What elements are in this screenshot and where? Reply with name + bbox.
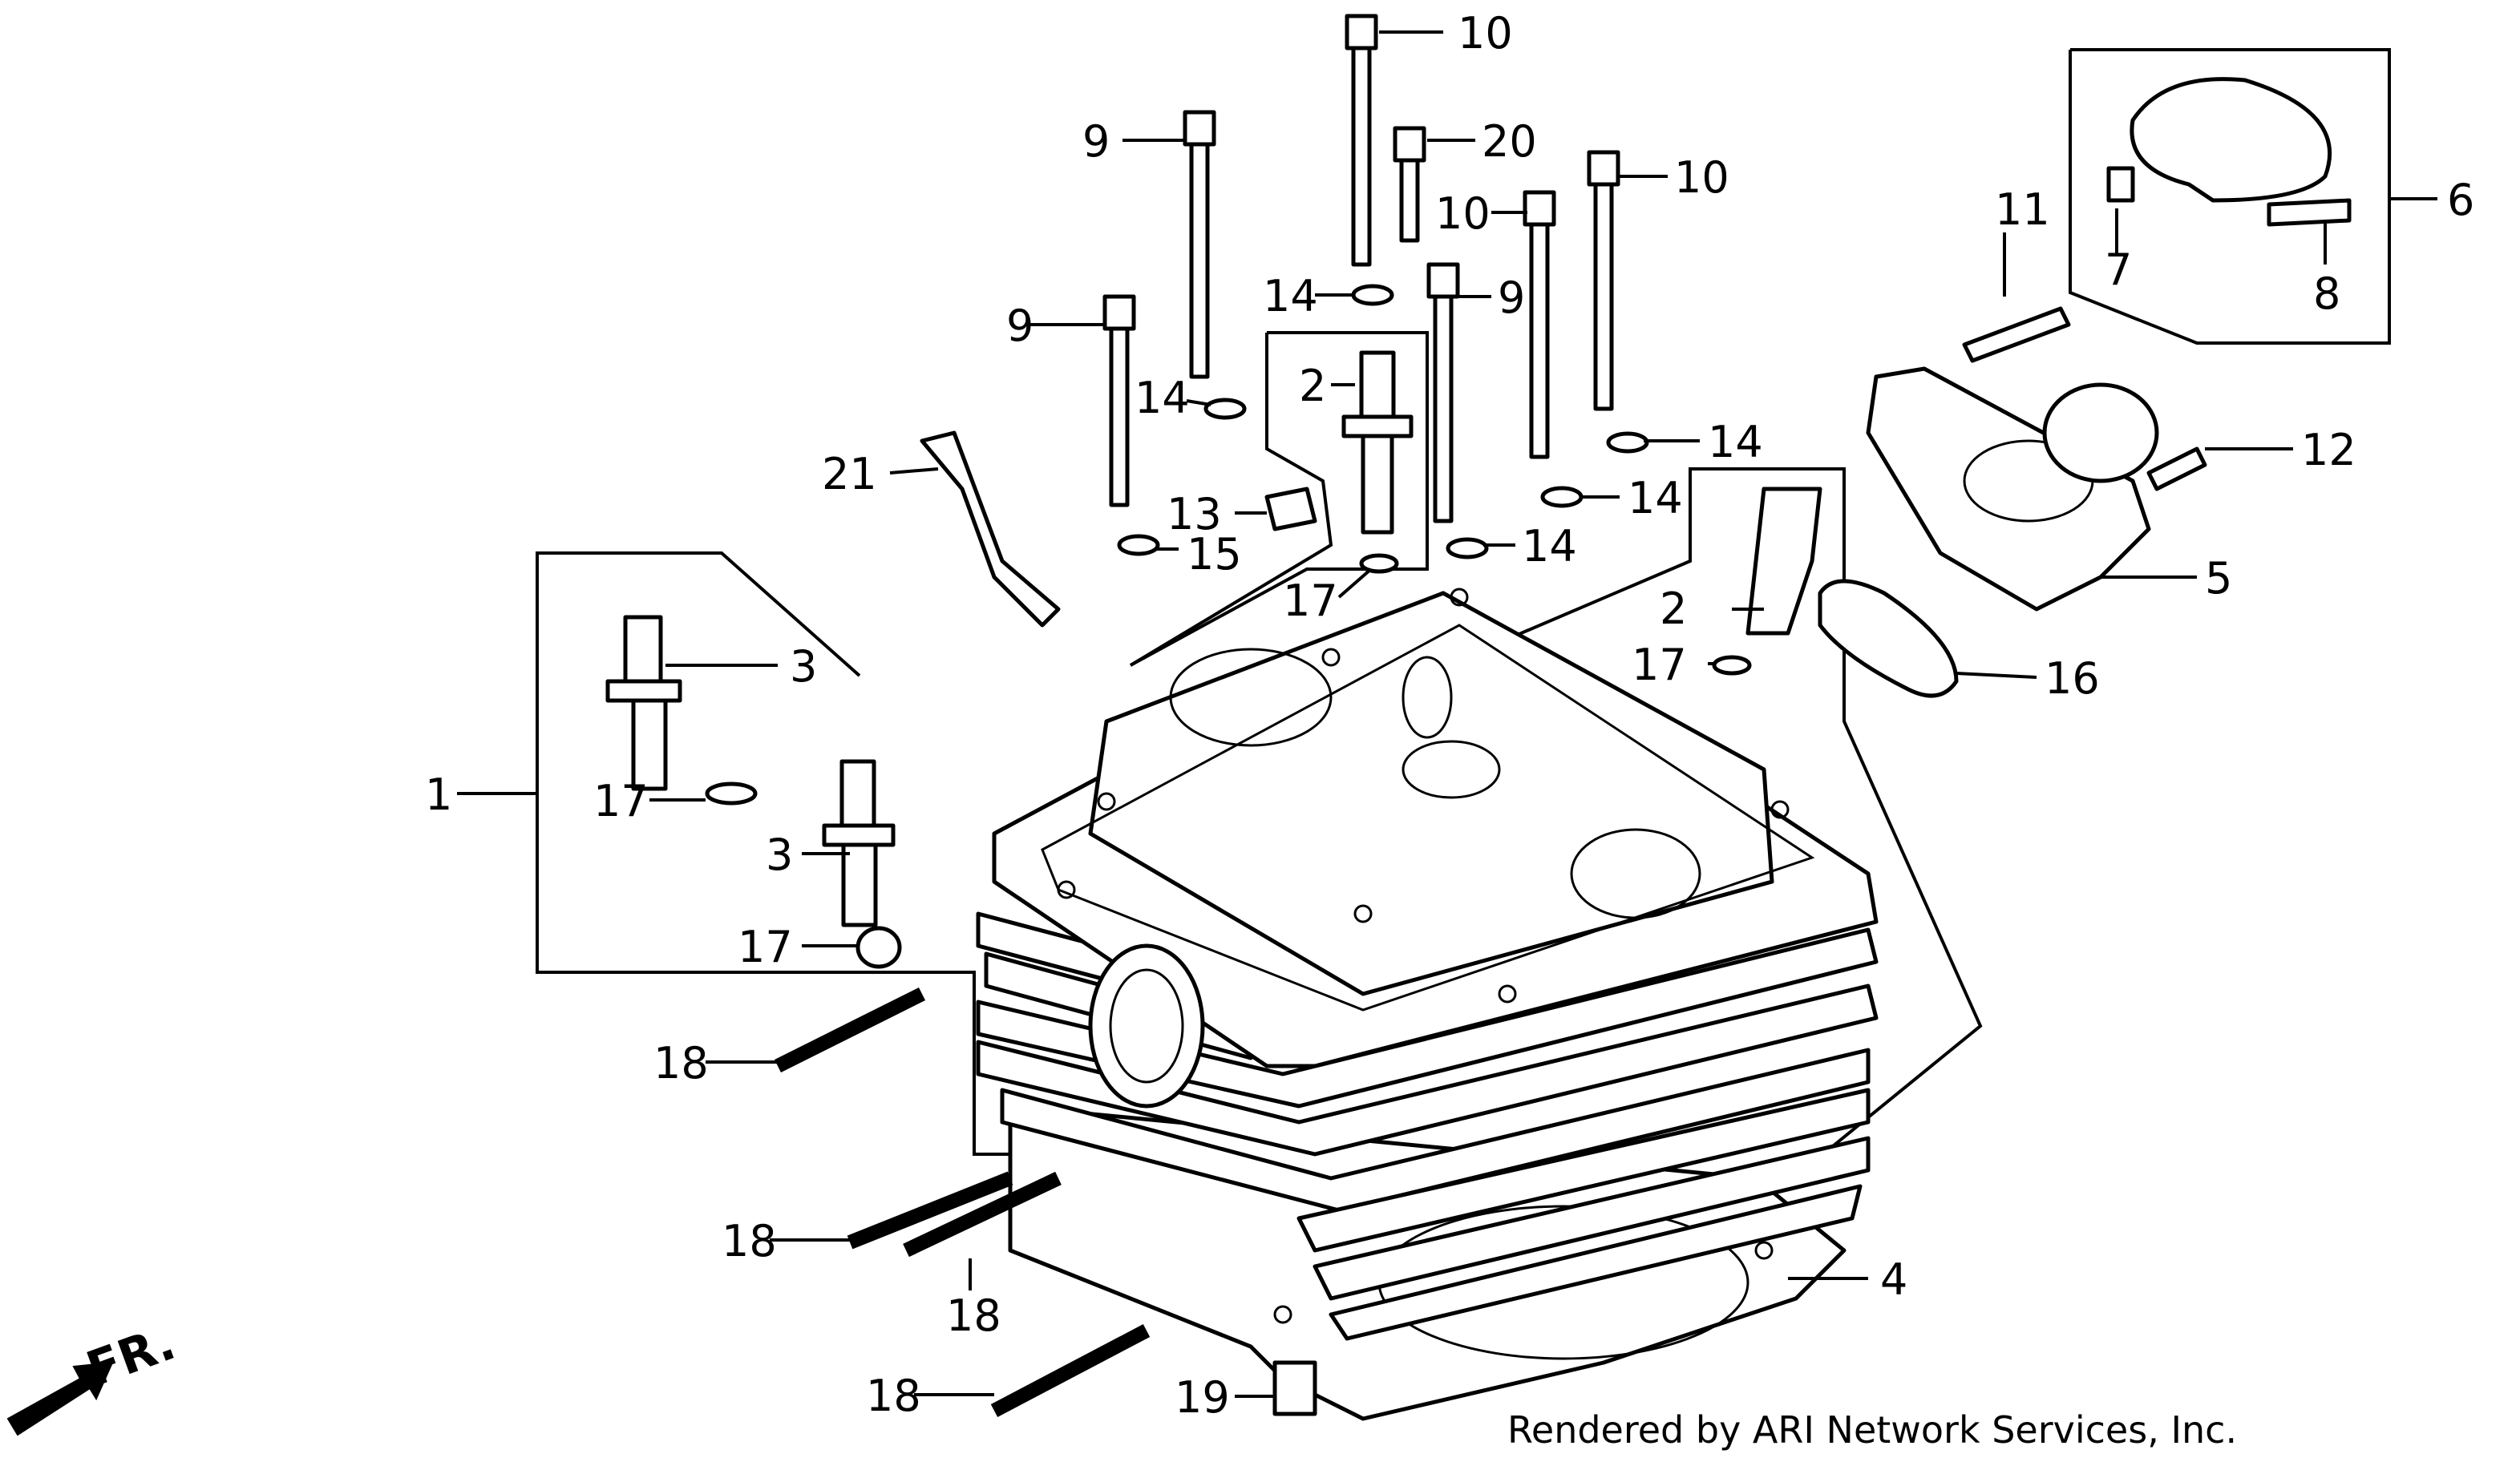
callout-3: 3	[766, 830, 793, 880]
callout-9: 9	[1006, 301, 1033, 351]
callout-2: 2	[1660, 584, 1687, 634]
callout-18: 18	[946, 1290, 1001, 1341]
callout-13: 13	[1167, 489, 1222, 539]
render-credit: Rendered by ARI Network Services, Inc.	[1507, 1408, 2237, 1452]
callout-labels: 10 20 9 10 10 14 9 9 2 14 14 21 13 14 15…	[425, 8, 2474, 1423]
callout-17: 17	[1283, 576, 1338, 626]
callout-1: 1	[425, 769, 452, 820]
callout-12: 12	[2301, 425, 2356, 475]
callout-2: 2	[1299, 361, 1326, 411]
callout-14: 14	[1628, 473, 1683, 523]
callout-14: 14	[1708, 417, 1763, 467]
callout-11: 11	[1995, 184, 2050, 235]
callout-3: 3	[790, 641, 817, 692]
callout-15: 15	[1187, 529, 1242, 580]
callout-10: 10	[1458, 8, 1513, 59]
cylinder-head	[976, 588, 1879, 1421]
leader-lines	[457, 30, 2437, 1398]
front-direction-marker: FR.	[6, 1315, 183, 1436]
callout-18: 18	[722, 1216, 777, 1266]
callout-10: 10	[1674, 152, 1729, 203]
callout-18: 18	[866, 1371, 921, 1421]
callout-14: 14	[1135, 373, 1190, 423]
callout-5: 5	[2205, 553, 2232, 604]
callout-8: 8	[2313, 269, 2340, 319]
callout-14: 14	[1522, 521, 1577, 571]
callout-21: 21	[822, 449, 877, 499]
callout-9: 9	[1498, 273, 1525, 323]
callout-17: 17	[593, 776, 649, 826]
front-arrow-icon	[6, 1361, 114, 1436]
bolts-and-parts	[605, 14, 2352, 1417]
callout-7: 7	[2105, 244, 2132, 295]
callout-16: 16	[2045, 653, 2100, 704]
callout-14: 14	[1263, 271, 1318, 321]
callout-9: 9	[1082, 116, 1110, 167]
callout-10: 10	[1435, 188, 1491, 239]
callout-4: 4	[1880, 1254, 1907, 1305]
callout-17: 17	[738, 922, 793, 972]
callout-17: 17	[1632, 640, 1687, 690]
callout-19: 19	[1175, 1372, 1230, 1423]
callout-20: 20	[1482, 116, 1537, 167]
callout-6: 6	[2447, 175, 2474, 225]
front-label: FR.	[79, 1315, 182, 1398]
callout-18: 18	[653, 1038, 709, 1088]
